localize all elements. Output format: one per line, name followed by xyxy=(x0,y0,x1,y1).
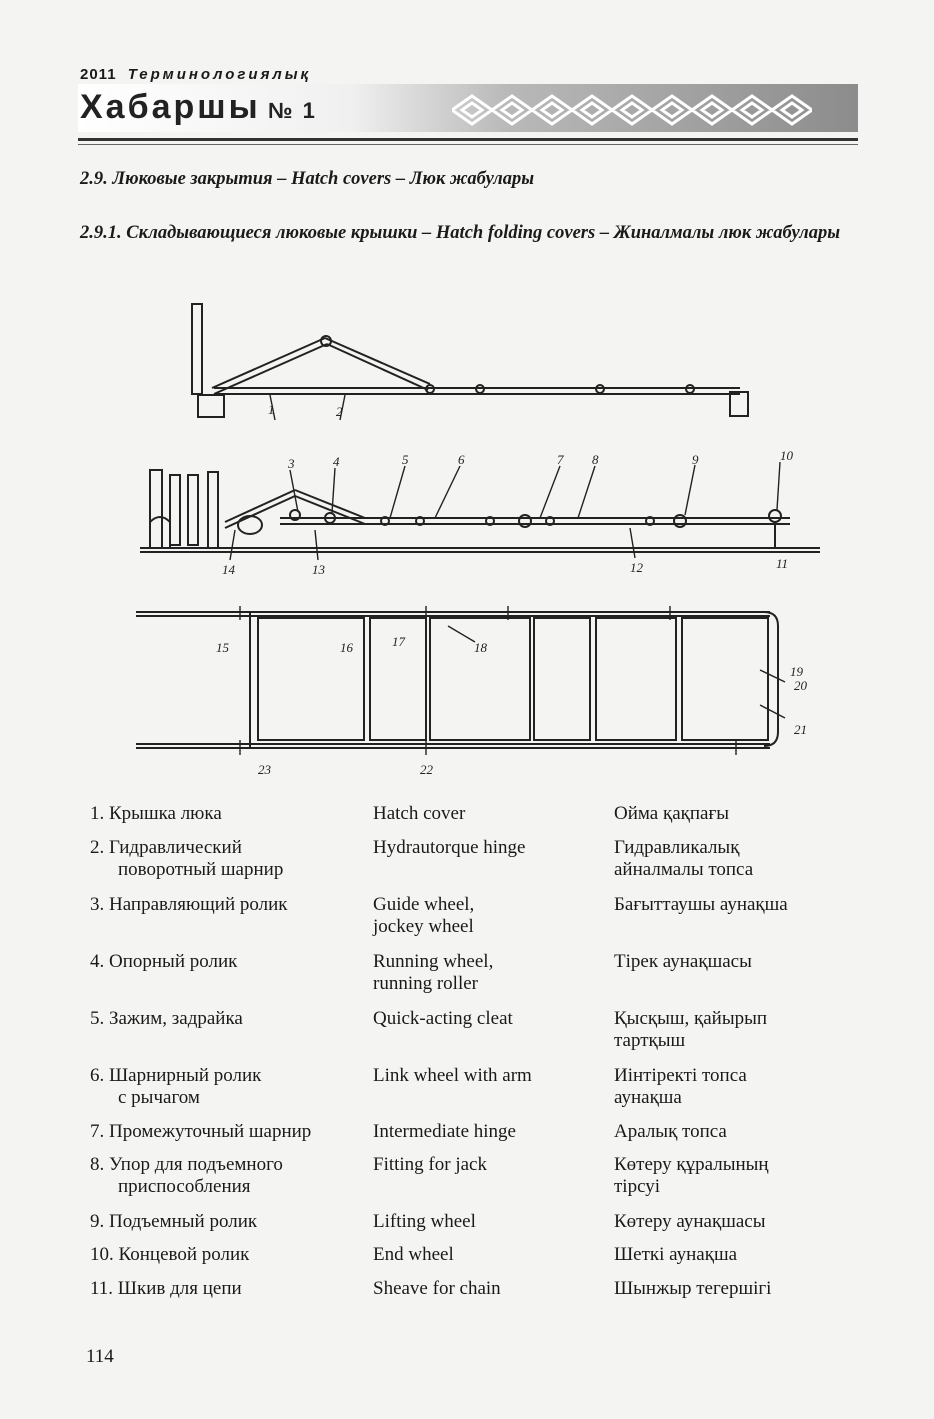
term-english: End wheel xyxy=(373,1244,454,1265)
term-english: Lifting wheel xyxy=(373,1211,476,1232)
term-en-text: Running wheel, xyxy=(373,951,494,972)
term-en-continuation: running roller xyxy=(373,973,479,994)
term-english: Quick-acting cleat xyxy=(373,1008,513,1029)
term-kk-continuation: айналмалы топса xyxy=(614,859,754,880)
term-kk-text: Гидравликалық xyxy=(614,837,740,858)
term-english: Hydrautorque hinge xyxy=(373,837,526,858)
term-ru-text: 8. Упор для подъемного xyxy=(90,1154,283,1175)
term-kazakh: Шеткі аунақша xyxy=(614,1244,738,1265)
term-english: Running wheel,running roller xyxy=(373,951,608,995)
term-russian: 1. Крышка люка xyxy=(90,803,370,825)
term-english: Link wheel with arm xyxy=(373,1065,532,1086)
term-russian: 7. Промежуточный шарнир xyxy=(90,1121,312,1142)
header-journal-name: Терминологиялық xyxy=(127,66,312,83)
svg-text:1: 1 xyxy=(268,402,275,417)
page-number: 114 xyxy=(86,1346,114,1367)
term-kazakh: Аралық топса xyxy=(614,1121,727,1142)
section-heading: 2.9. Люковые закрытия – Hatch covers – Л… xyxy=(80,169,535,189)
svg-text:22: 22 xyxy=(420,762,434,777)
term-ru-continuation: с рычагом xyxy=(118,1087,200,1108)
term-ru-continuation: поворотный шарнир xyxy=(118,859,284,880)
svg-text:14: 14 xyxy=(222,562,236,577)
svg-text:8: 8 xyxy=(592,452,599,467)
term-russian: 10. Концевой ролик xyxy=(90,1244,250,1265)
term-russian: 5. Зажим, задрайка xyxy=(90,1008,243,1029)
svg-text:19: 19 xyxy=(790,664,804,679)
svg-text:12: 12 xyxy=(630,560,644,575)
svg-text:3: 3 xyxy=(287,456,295,471)
svg-text:18: 18 xyxy=(474,640,488,655)
header-issue: № 1 xyxy=(268,98,317,123)
term-kazakh: Бағыттаушы аунақша xyxy=(614,894,788,915)
header-year: 2011 xyxy=(80,66,117,83)
svg-text:2: 2 xyxy=(336,404,343,419)
term-kk-text: Көтеру құралының xyxy=(614,1154,769,1175)
subsection-heading: 2.9.1. Складывающиеся люковые крышки – H… xyxy=(80,223,841,243)
svg-text:4: 4 xyxy=(333,454,340,469)
term-russian: 11. Шкив для цепи xyxy=(90,1278,242,1299)
ornament-icon xyxy=(452,94,812,126)
term-english: Intermediate hinge xyxy=(373,1121,516,1142)
term-kk-text: Иінтіректі топса xyxy=(614,1065,747,1086)
term-ru-text: 6. Шарнирный ролик xyxy=(90,1065,262,1086)
svg-text:23: 23 xyxy=(258,762,272,777)
term-en-continuation: jockey wheel xyxy=(373,916,474,937)
term-kazakh: Шынжыр тегершігі xyxy=(614,1278,772,1299)
svg-text:6: 6 xyxy=(458,452,465,467)
term-english: Sheave for chain xyxy=(373,1278,501,1299)
svg-text:20: 20 xyxy=(794,678,808,693)
header-title: Хабаршы xyxy=(80,88,261,126)
svg-text:5: 5 xyxy=(402,452,409,467)
term-english: Fitting for jack xyxy=(373,1154,487,1175)
header-rule xyxy=(78,138,858,141)
header-rule-thin xyxy=(78,144,858,145)
term-ru-text: 2. Гидравлический xyxy=(90,837,242,858)
term-kk-continuation: тартқыш xyxy=(614,1030,686,1051)
svg-text:7: 7 xyxy=(557,452,564,467)
svg-text:11: 11 xyxy=(776,556,788,571)
term-russian: 3. Направляющий ролик xyxy=(90,894,288,915)
term-russian: 4. Опорный ролик xyxy=(90,951,238,972)
svg-text:17: 17 xyxy=(392,634,406,649)
svg-text:21: 21 xyxy=(794,722,807,737)
term-kazakh: Тірек аунақшасы xyxy=(614,951,752,972)
term-kk-text: Қысқыш, қайырып xyxy=(614,1008,768,1029)
term-english: Hatch cover xyxy=(373,803,466,824)
term-ru-continuation: приспособления xyxy=(118,1176,251,1197)
term-kk-continuation: тірсуі xyxy=(614,1176,661,1197)
term-ru-text: 1. Крышка люка xyxy=(90,803,222,824)
term-kazakh: Ойма қақпағы xyxy=(614,803,730,824)
svg-text:9: 9 xyxy=(692,452,699,467)
svg-text:10: 10 xyxy=(780,448,794,463)
svg-text:15: 15 xyxy=(216,640,230,655)
hatch-cover-diagram: 1 2 3 4 5 6 7 8 9 10 11 12 13 14 15 16 1… xyxy=(136,303,820,777)
term-russian: 9. Подъемный ролик xyxy=(90,1211,258,1232)
journal-header: 2011 Терминологиялық xyxy=(80,66,311,83)
svg-text:13: 13 xyxy=(312,562,326,577)
term-english: Guide wheel,jockey wheel xyxy=(373,894,608,938)
term-kazakh: Көтеру аунақшасы xyxy=(614,1211,766,1232)
svg-text:16: 16 xyxy=(340,640,354,655)
term-en-text: Guide wheel, xyxy=(373,894,475,915)
term-kk-continuation: аунақша xyxy=(614,1087,682,1108)
